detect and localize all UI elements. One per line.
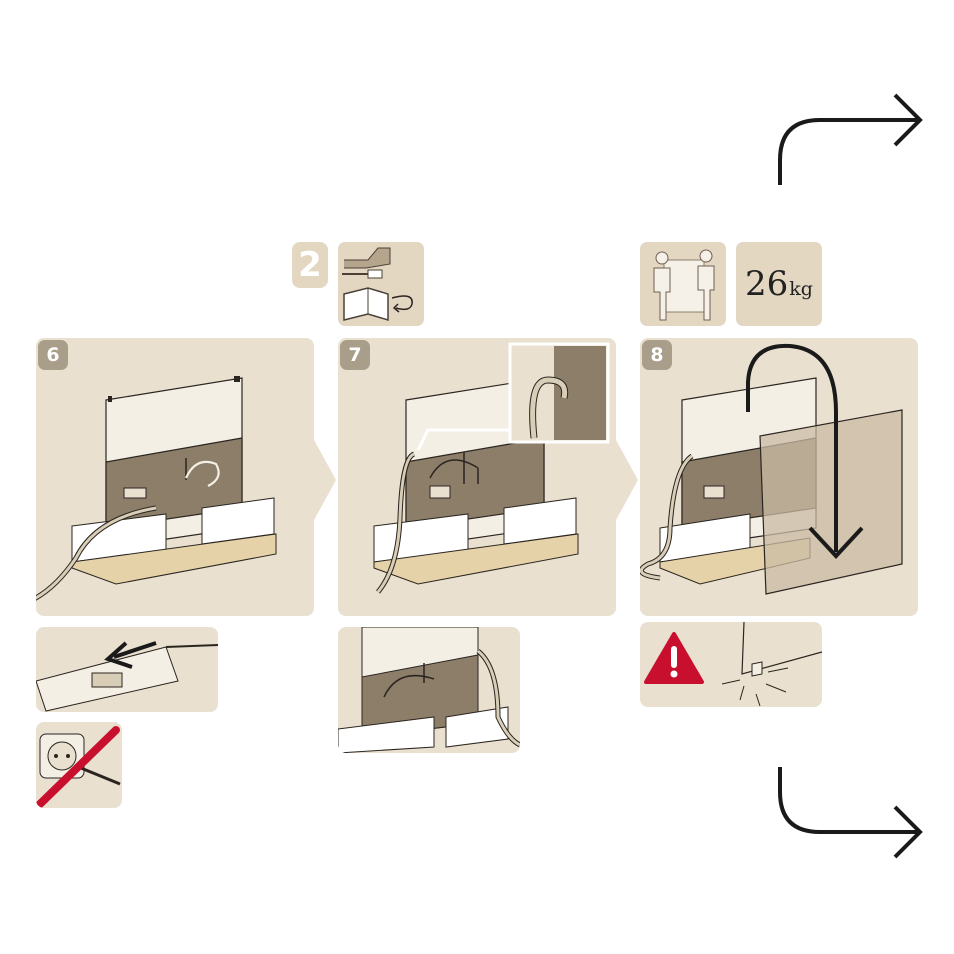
step-7-panel: 7 [338,338,616,616]
step-7-illustration [338,338,616,616]
cable-routing-detail-panel [338,627,520,753]
cable-box-icon [338,242,424,326]
step-8-badge: 8 [642,340,672,370]
step-separator-icon [314,440,336,520]
weight-unit: kg [789,278,813,300]
weight-value: 26 [745,264,788,304]
step-8-illustration [640,338,918,616]
weight-label: 26 kg [736,264,822,304]
cable-routing-illustration [338,627,520,753]
two-person-lift-icon [640,242,726,326]
step-6-badge: 6 [38,340,68,370]
step-6-panel: 6 [36,338,314,616]
step-8-panel: 8 [640,338,918,616]
warning-detail-panel [640,622,822,707]
step-6-illustration [36,338,314,616]
step-7-badge: 7 [340,340,370,370]
next-page-arrow-icon [770,90,930,190]
no-power-icon [36,722,122,808]
continue-arrow-icon [770,762,930,862]
no-power-panel [36,722,122,808]
cable-box-tile [338,242,424,326]
unplug-detail-panel [36,627,218,712]
warning-icon [646,634,702,682]
two-person-lift-tile [640,242,726,326]
weight-tile: 26 kg [736,242,822,326]
warning-illustration [640,622,822,707]
unplug-illustration [36,627,218,712]
step-group-badge: 2 [292,242,328,288]
step-separator-icon [616,440,638,520]
